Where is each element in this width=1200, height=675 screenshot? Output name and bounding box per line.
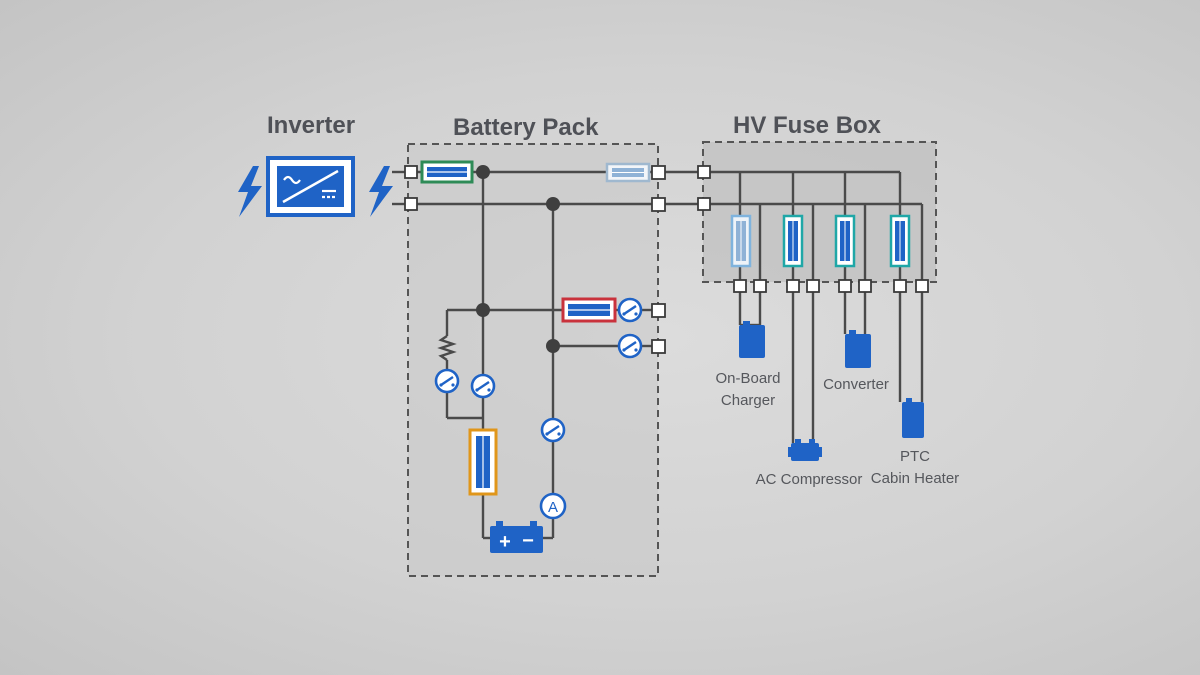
terminals — [404, 165, 929, 354]
battery-plus-label: + — [499, 531, 511, 553]
onboard-charger-icon — [739, 321, 765, 358]
terminal — [651, 197, 666, 212]
contactor-switch-icon — [540, 417, 566, 443]
ptc-heater-icon — [902, 398, 924, 438]
battery-pack-region — [407, 143, 659, 577]
onboard-charger-label: On-Board Charger — [700, 368, 796, 412]
contactor-switch-icon — [617, 333, 643, 359]
junction-dots — [476, 165, 560, 353]
terminal — [651, 339, 666, 354]
fuse-teal — [889, 214, 911, 268]
terminal — [404, 197, 418, 211]
ptc-heater-label: PTC Cabin Heater — [862, 446, 968, 490]
fuse-light-blue — [730, 214, 752, 268]
junction-dot — [476, 303, 490, 317]
terminal — [733, 279, 747, 293]
terminal — [651, 165, 666, 180]
terminal — [404, 165, 418, 179]
converter-icon — [845, 330, 871, 368]
ac-compressor-icon — [788, 439, 822, 461]
ptc-heater-label-line1: PTC — [900, 448, 930, 465]
contactor-switch-icon — [617, 297, 643, 323]
terminal — [915, 279, 929, 293]
terminal — [651, 303, 666, 318]
terminal — [697, 165, 711, 179]
wiring — [392, 170, 924, 540]
lightning-bolt-icon — [238, 166, 262, 217]
inverter-icon — [266, 156, 355, 217]
onboard-charger-label-line2: Charger — [720, 392, 776, 409]
pyro-fuse-red — [561, 297, 617, 323]
converter-label: Converter — [823, 376, 889, 393]
terminal — [697, 197, 711, 211]
junction-dot — [476, 165, 490, 179]
ac-compressor-label: AC Compressor — [755, 471, 863, 488]
hv-fuse-box-title: HV Fuse Box — [733, 112, 882, 139]
main-fuse-orange — [468, 428, 498, 496]
pyro-fuse-green — [420, 160, 474, 184]
battery-minus-label: − — [522, 530, 534, 552]
main-contactor-icon — [470, 373, 496, 399]
ammeter-icon: A — [539, 492, 567, 520]
terminal — [838, 279, 852, 293]
terminal — [893, 279, 907, 293]
ptc-heater-label-line2: Cabin Heater — [870, 470, 960, 487]
battery-pack-title: Battery Pack — [453, 114, 599, 141]
lightning-bolt-icon — [369, 166, 393, 217]
junction-dot — [546, 339, 560, 353]
fuse-teal — [834, 214, 856, 268]
terminal — [858, 279, 872, 293]
ammeter-label: A — [548, 499, 558, 516]
terminal — [806, 279, 820, 293]
precharge-switch-icon — [434, 368, 460, 394]
battery-icon: + − — [490, 521, 543, 553]
terminal — [786, 279, 800, 293]
inverter-title: Inverter — [267, 112, 356, 139]
onboard-charger-label-line1: On-Board — [715, 370, 781, 387]
junction-dot — [546, 197, 560, 211]
fuse-light-top — [605, 162, 651, 183]
terminal — [753, 279, 767, 293]
fuse-teal — [782, 214, 804, 268]
